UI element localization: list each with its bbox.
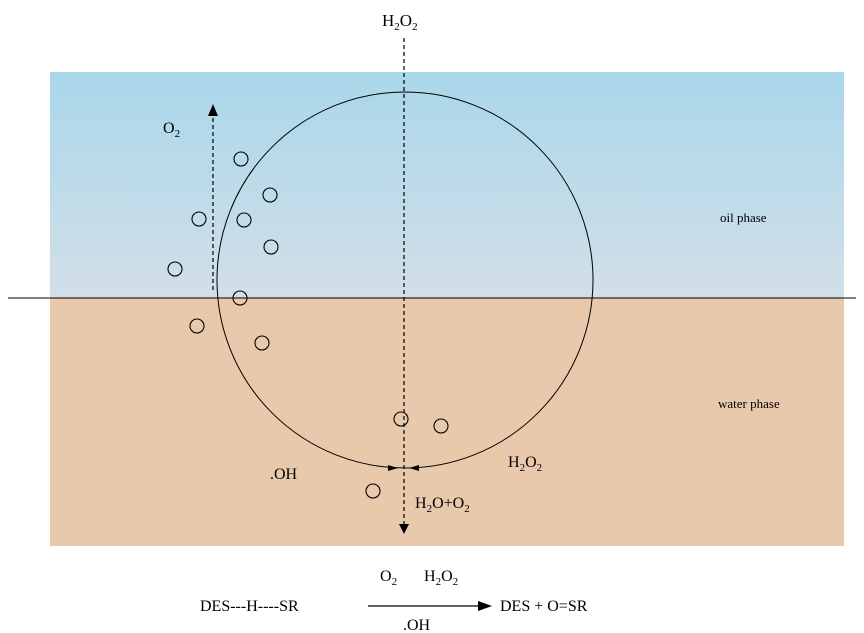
equation-products: DES + O=SR	[500, 598, 588, 615]
oil-phase-label: oil phase	[720, 210, 767, 225]
bubble	[433, 418, 449, 434]
catalyst-h2o2-label: H2O2	[424, 568, 458, 588]
right-h2o2-label: H2O2	[508, 454, 542, 474]
bubble	[167, 261, 183, 277]
o2-label: O2	[163, 120, 180, 140]
bubble	[233, 151, 249, 167]
equation-arrowhead	[478, 601, 492, 611]
oxygen-bubbles	[167, 151, 449, 499]
right-reaction-arrowhead	[409, 465, 419, 471]
bubble	[262, 187, 278, 203]
bubble	[189, 318, 205, 334]
catalyst-o2-label: O2	[380, 568, 397, 588]
hydroxyl-label: .OH	[270, 466, 298, 483]
bubble	[232, 290, 248, 306]
bubble	[365, 483, 381, 499]
top-h2o2-label: H2O2	[382, 11, 418, 33]
bubble	[393, 411, 409, 427]
left-reaction-arrowhead	[388, 465, 398, 471]
bubble	[263, 239, 279, 255]
water-phase-label: water phase	[718, 396, 780, 411]
oil-phase-region	[50, 72, 844, 298]
h2o2-path-arrowhead	[399, 524, 409, 534]
equation-reactants: DES---H----SR	[200, 598, 299, 615]
bubble	[191, 211, 207, 227]
droplet-circle	[216, 91, 594, 469]
bubble	[254, 335, 270, 351]
o2-arrowhead	[208, 104, 218, 116]
bubble	[236, 212, 252, 228]
catalyst-oh-label: .OH	[403, 617, 431, 633]
products-label: H2O+O2	[415, 495, 470, 515]
